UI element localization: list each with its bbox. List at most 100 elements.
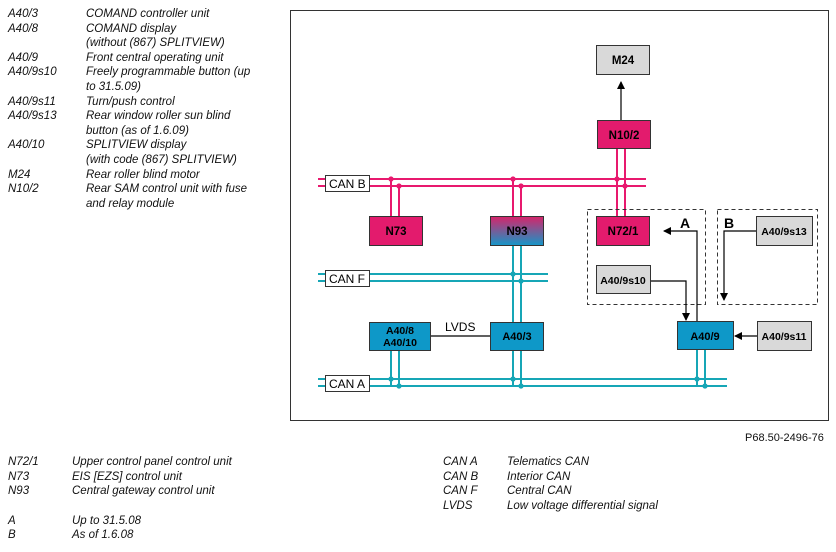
legend-description: Up to 31.5.08 bbox=[72, 514, 142, 527]
unit-a40-9: A40/9 bbox=[677, 321, 734, 350]
svg-text:A40/10: A40/10 bbox=[383, 337, 417, 349]
legend-code: A40/9s10 bbox=[8, 66, 57, 79]
lvds-label: LVDS bbox=[445, 320, 475, 334]
a40-9s13-to-a40-9-arrow bbox=[720, 230, 756, 301]
legend-row: N72/1 Upper control panel control unit bbox=[8, 455, 232, 470]
legend-code: N73 bbox=[8, 470, 30, 483]
legend-row: A40/9 Front central operating unit bbox=[8, 51, 266, 66]
legend-description: button (as of 1.6.09) bbox=[86, 124, 189, 137]
svg-text:A40/9: A40/9 bbox=[690, 331, 719, 343]
can-b-label: CAN B bbox=[329, 177, 366, 191]
legend-code: CAN A bbox=[443, 456, 478, 468]
legend-description: COMAND controller unit bbox=[86, 8, 210, 20]
legend-row: to 31.5.09) bbox=[8, 80, 266, 95]
legend-code: A40/9s13 bbox=[8, 110, 57, 123]
unit-a40-9s13: A40/9s13 bbox=[756, 216, 813, 246]
legend-description: Low voltage differential signal bbox=[507, 499, 658, 512]
legend-row: A40/8 COMAND display bbox=[8, 22, 266, 37]
can-f-label: CAN F bbox=[329, 272, 365, 286]
figure-reference: P68.50-2496-76 bbox=[745, 432, 824, 444]
legend-description: COMAND display bbox=[86, 22, 177, 35]
can-b-bus bbox=[318, 178, 646, 187]
legend-code: CAN F bbox=[443, 485, 478, 498]
legend-description: Upper control panel control unit bbox=[72, 456, 232, 468]
legend-description: Rear SAM control unit with fuse bbox=[86, 183, 248, 196]
legend-row: button (as of 1.6.09) bbox=[8, 124, 266, 139]
legend-description: Central gateway control unit bbox=[72, 485, 215, 498]
group-b-label: B bbox=[724, 215, 734, 231]
svg-text:N93: N93 bbox=[506, 226, 527, 238]
svg-text:A40/9s10: A40/9s10 bbox=[600, 275, 646, 287]
legend-row: A40/10 SPLITVIEW display bbox=[8, 138, 266, 153]
svg-text:A40/3: A40/3 bbox=[502, 331, 531, 343]
group-b-box bbox=[717, 209, 818, 305]
legend-description: Front central operating unit bbox=[86, 51, 224, 64]
unit-n10-2: N10/2 bbox=[597, 120, 651, 149]
legend-description: Interior CAN bbox=[507, 470, 571, 483]
legend-row: CAN B Interior CAN bbox=[443, 470, 658, 485]
legend-code: A40/10 bbox=[8, 139, 45, 152]
unit-a40-3: A40/3 bbox=[490, 322, 544, 351]
legend-row: A40/9s11 Turn/push control bbox=[8, 95, 266, 110]
legend-code: A40/9 bbox=[8, 51, 39, 64]
legend-row: CAN F Central CAN bbox=[443, 484, 658, 499]
legend-row: N10/2 Rear SAM control unit with fuse bbox=[8, 182, 266, 197]
legend-code: A40/8 bbox=[8, 22, 39, 35]
legend-description: (with code (867) SPLITVIEW) bbox=[86, 153, 237, 166]
a40-9s10-to-a40-9-arrow bbox=[650, 280, 690, 321]
legend-row: A Up to 31.5.08 bbox=[8, 514, 232, 529]
legend-description: (without (867) SPLITVIEW) bbox=[86, 37, 225, 50]
svg-text:A40/8: A40/8 bbox=[386, 325, 414, 337]
legend-row: B As of 1.6.08 bbox=[8, 528, 232, 543]
legend-description: and relay module bbox=[86, 197, 175, 210]
can-a-label: CAN A bbox=[329, 377, 365, 391]
blue-junctions bbox=[388, 271, 708, 389]
legend-code: A40/3 bbox=[8, 8, 39, 20]
svg-text:N73: N73 bbox=[385, 226, 406, 238]
blue-taps bbox=[390, 246, 706, 386]
legend-code: A40/9s11 bbox=[8, 95, 56, 108]
legend-row: and relay module bbox=[8, 197, 266, 212]
can-a-label-box bbox=[325, 375, 370, 392]
diagram-frame bbox=[290, 10, 829, 421]
legend-row: (without (867) SPLITVIEW) bbox=[8, 36, 266, 51]
svg-text:A40/9s11: A40/9s11 bbox=[762, 331, 807, 343]
legend-code: N10/2 bbox=[8, 183, 39, 196]
svg-text:N10/2: N10/2 bbox=[609, 130, 640, 142]
legend-code: B bbox=[8, 529, 16, 542]
unit-n93: N93 bbox=[490, 216, 544, 246]
legend-code: LVDS bbox=[443, 499, 473, 512]
legend-row: N93 Central gateway control unit bbox=[8, 484, 232, 499]
legend-description: Rear window roller sun blind bbox=[86, 110, 231, 123]
group-a-label: A bbox=[680, 215, 690, 231]
legend-code: CAN B bbox=[443, 470, 479, 483]
legend-row: LVDS Low voltage differential signal bbox=[443, 499, 658, 514]
can-b-junctions bbox=[388, 176, 628, 189]
legend-description: Turn/push control bbox=[86, 95, 175, 108]
svg-text:N72/1: N72/1 bbox=[608, 226, 639, 238]
legend-row: A40/9s13 Rear window roller sun blind bbox=[8, 109, 266, 124]
unit-a40-8-a40-10: A40/8 A40/10 bbox=[369, 322, 431, 351]
unit-a40-9s11: A40/9s11 bbox=[757, 321, 812, 351]
legend-row: (with code (867) SPLITVIEW) bbox=[8, 153, 266, 168]
unit-m24: M24 bbox=[596, 45, 650, 75]
legend-row: CAN A Telematics CAN bbox=[443, 455, 658, 470]
legend-description: to 31.5.09) bbox=[86, 80, 141, 93]
legend-code: M24 bbox=[8, 168, 31, 181]
unit-n72-1: N72/1 bbox=[596, 216, 650, 246]
legend-description: Telematics CAN bbox=[507, 456, 590, 468]
legend-description: Freely programmable button (up bbox=[86, 66, 251, 79]
legend-code: A bbox=[8, 514, 16, 527]
svg-text:A40/9s13: A40/9s13 bbox=[761, 226, 807, 238]
legend-description: SPLITVIEW display bbox=[86, 139, 187, 152]
legend-description: As of 1.6.08 bbox=[72, 529, 134, 542]
legend-code: N72/1 bbox=[8, 456, 39, 468]
legend-code: N93 bbox=[8, 485, 30, 498]
legend-row: A40/9s10 Freely programmable button (up bbox=[8, 65, 266, 80]
legend-description: Central CAN bbox=[507, 485, 572, 498]
